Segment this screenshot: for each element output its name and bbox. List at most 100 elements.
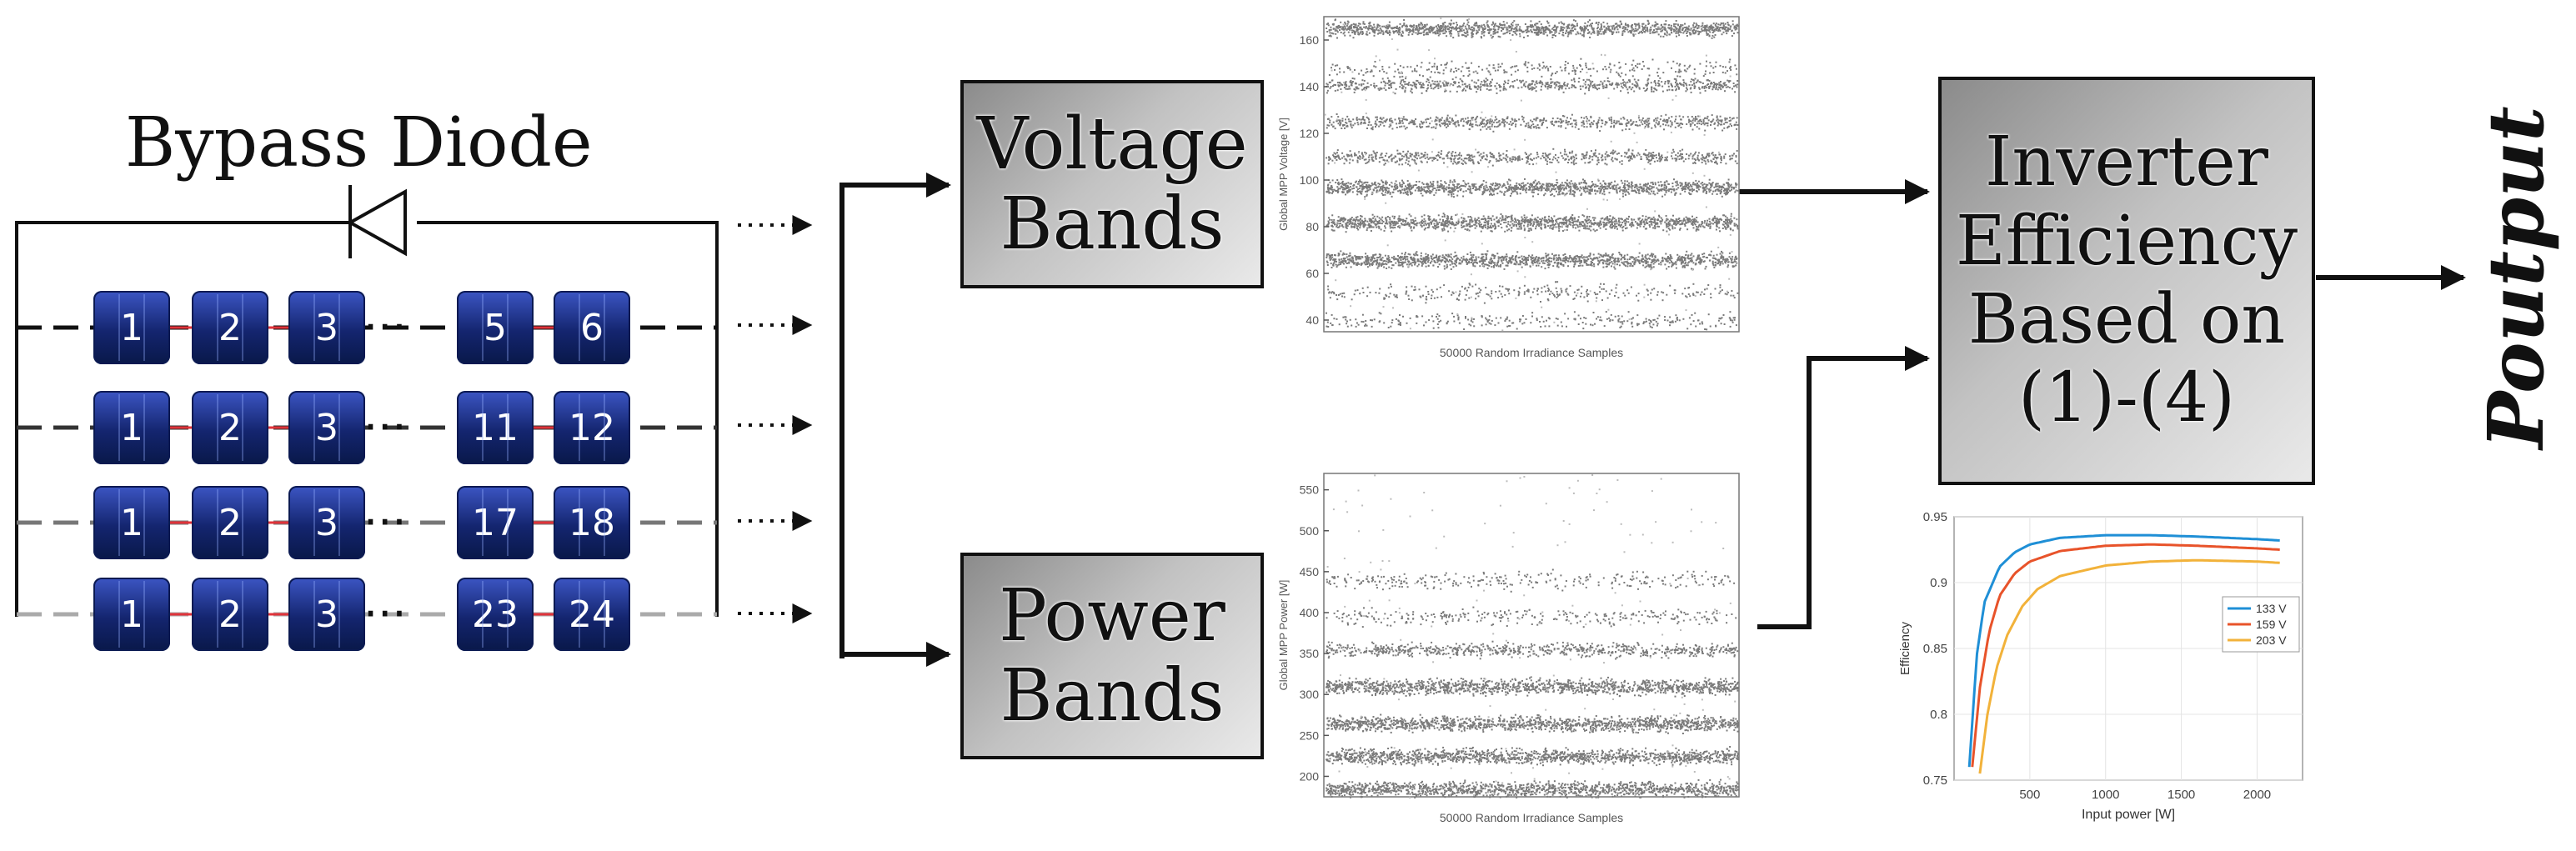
solar-cell: 23	[457, 578, 534, 651]
legend-entry: 159 V	[2256, 618, 2287, 631]
power-bands-box: Power Bands	[960, 553, 1264, 759]
power-band-6	[1326, 568, 1736, 593]
legend-entry: 133 V	[2256, 602, 2287, 615]
efficiency-series-line	[1967, 533, 2280, 768]
power-y-tick-label: 200	[1300, 769, 1320, 783]
voltage-box-line2: Bands	[1000, 183, 1225, 266]
voltage-y-tick-label: 80	[1306, 220, 1319, 233]
cell-ellipsis: ···	[363, 588, 407, 640]
efficiency-y-axis-label: Efficiency	[1898, 622, 1912, 675]
voltage-y-tick-label: 100	[1300, 173, 1320, 187]
inverter-efficiency-box: Inverter Efficiency Based on (1)-(4)	[1938, 77, 2315, 485]
efficiency-y-tick-label: 0.95	[1923, 510, 1947, 524]
efficiency-x-axis-label: Input power [W]	[2082, 808, 2175, 822]
inverter-box-line4: (1)-(4)	[2017, 358, 2235, 438]
efficiency-y-tick-label: 0.9	[1930, 576, 1947, 590]
voltage-band-9	[1326, 311, 1737, 331]
solar-cell: 3	[288, 486, 365, 559]
power-y-tick-label: 550	[1300, 483, 1320, 497]
solar-cell: 2	[192, 578, 268, 651]
voltage-y-tick-label: 160	[1300, 33, 1320, 47]
power-y-tick-label: 350	[1300, 647, 1320, 660]
power-y-tick-label: 400	[1300, 606, 1320, 619]
voltage-band-2	[1326, 76, 1739, 95]
power-band-5	[1326, 606, 1737, 628]
efficiency-x-tick-label: 1500	[2168, 788, 2195, 802]
inverter-box-line2: Efficiency	[1955, 201, 2298, 281]
solar-cell: 18	[554, 486, 630, 559]
power-y-axis-label: Global MPP Power [W]	[1277, 580, 1290, 691]
power-band-1	[1326, 746, 1739, 767]
voltage-y-tick-label: 60	[1306, 267, 1319, 280]
legend-entry: 203 V	[2256, 633, 2287, 647]
solar-cell: 3	[288, 578, 365, 651]
voltage-band-1	[1328, 58, 1738, 80]
voltage-y-tick-label: 140	[1300, 80, 1320, 93]
bypass-circuit-frame	[15, 185, 719, 617]
voltage-band-3	[1326, 113, 1739, 133]
inverter-box-line3: Based on	[1967, 280, 2286, 359]
output-label-text: Poutput	[2471, 106, 2561, 449]
cell-ellipsis: ···	[363, 301, 407, 353]
solar-cell: 1	[93, 291, 170, 364]
efficiency-y-tick-label: 0.8	[1930, 708, 1947, 722]
solar-cell: 24	[554, 578, 630, 651]
solar-cell: 17	[457, 486, 534, 559]
solar-cell: 1	[93, 486, 170, 559]
efficiency-x-tick-label: 500	[2019, 788, 2040, 802]
flow-arrows	[839, 173, 2466, 667]
power-band-0	[1326, 778, 1739, 798]
efficiency-x-tick-label: 1000	[2092, 788, 2119, 802]
inverter-box-line1: Inverter	[1985, 123, 2268, 203]
output-label: Poutput	[2471, 106, 2561, 448]
power-box-line2: Bands	[1000, 654, 1225, 738]
cell-ellipsis: ···	[363, 496, 407, 548]
solar-cell: 6	[554, 291, 630, 364]
power-band-4	[1326, 640, 1739, 660]
power-x-axis-label: 50000 Random Irradiance Samples	[1440, 811, 1623, 824]
cell-ellipsis: ···	[363, 401, 407, 453]
solar-cell: 2	[192, 391, 268, 464]
voltage-y-axis-label: Global MPP Voltage [V]	[1277, 118, 1290, 231]
dotted-outputs	[738, 215, 813, 623]
efficiency-series-line	[1971, 543, 2280, 768]
power-y-tick-label: 300	[1300, 688, 1320, 701]
voltage-box-line1: Voltage	[976, 102, 1248, 186]
efficiency-y-tick-label: 0.75	[1923, 773, 1947, 788]
voltage-band-7	[1326, 250, 1738, 271]
power-band-2	[1326, 713, 1739, 734]
solar-cell: 2	[192, 291, 268, 364]
power-y-tick-label: 450	[1300, 565, 1320, 578]
power-noise-points	[1326, 474, 1737, 798]
string-lines	[17, 325, 717, 617]
voltage-noise-points	[1324, 18, 1737, 332]
solar-cell: 2	[192, 486, 268, 559]
solar-cell: 3	[288, 291, 365, 364]
power-box-line1: Power	[999, 573, 1225, 658]
solar-cell: 12	[554, 391, 630, 464]
voltage-band-5	[1326, 178, 1739, 198]
power-band-3	[1326, 676, 1739, 698]
voltage-x-axis-label: 50000 Random Irradiance Samples	[1440, 346, 1623, 359]
voltage-band-0	[1326, 18, 1739, 39]
voltage-y-tick-label: 120	[1300, 127, 1320, 140]
power-y-tick-label: 500	[1300, 524, 1320, 538]
cell-links	[167, 326, 555, 616]
voltage-band-4	[1326, 148, 1738, 167]
voltage-band-6	[1326, 213, 1739, 233]
efficiency-x-tick-label: 2000	[2243, 788, 2271, 802]
solar-cell: 5	[457, 291, 534, 364]
bypass-diode-label: Bypass Diode	[125, 103, 593, 183]
voltage-y-tick-label: 40	[1306, 313, 1319, 327]
efficiency-series-line	[1978, 558, 2280, 774]
solar-cell: 1	[93, 391, 170, 464]
efficiency-y-tick-label: 0.85	[1923, 642, 1947, 656]
solar-cell: 11	[457, 391, 534, 464]
solar-cell: 1	[93, 578, 170, 651]
voltage-band-8	[1327, 281, 1739, 304]
voltage-bands-box: Voltage Bands	[960, 80, 1264, 288]
